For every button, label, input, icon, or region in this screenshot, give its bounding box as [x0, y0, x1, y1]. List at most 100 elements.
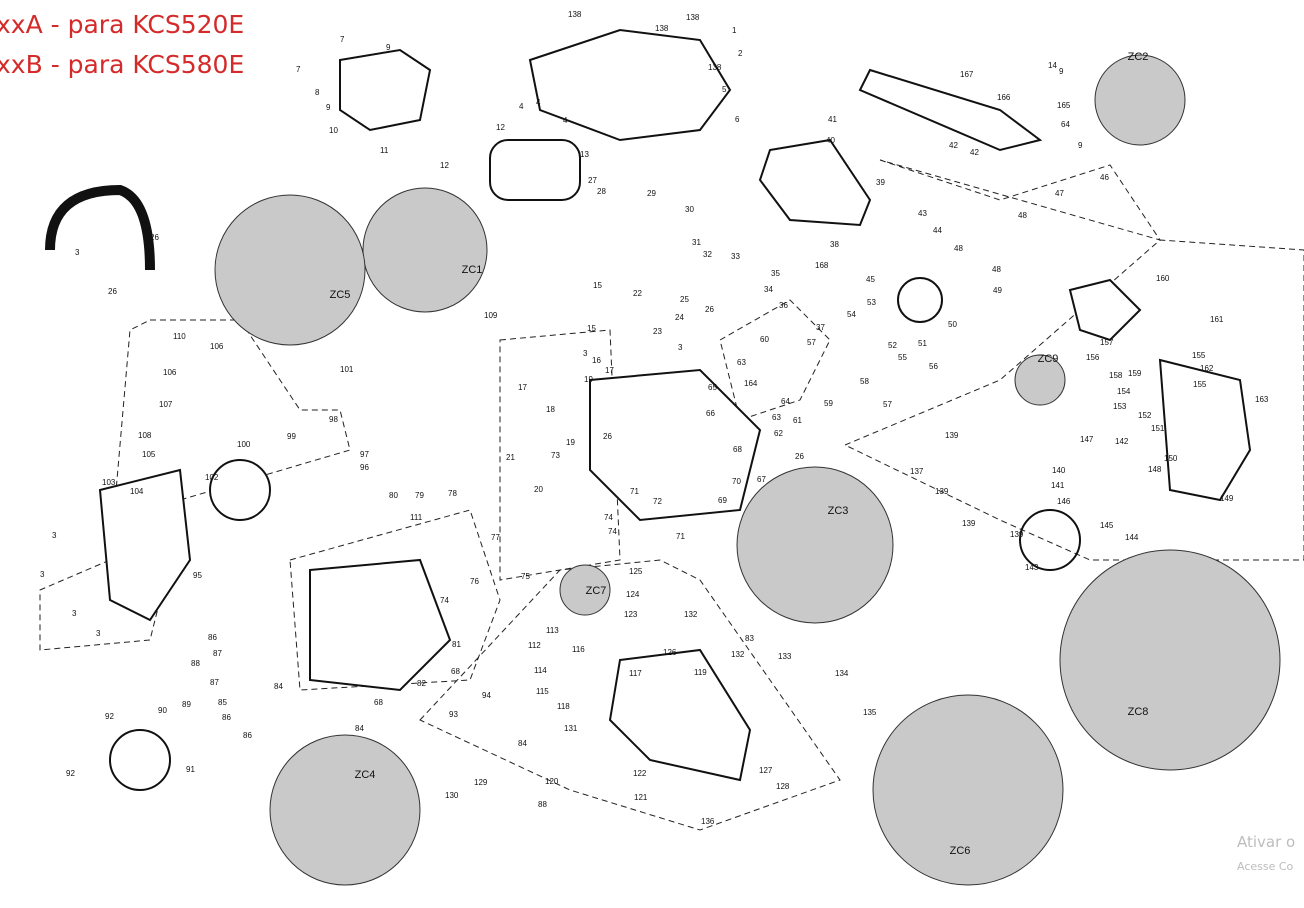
- part-number-label: 76: [470, 577, 479, 586]
- zoom-circle-zc8: [1059, 549, 1281, 771]
- part-number-label: 115: [536, 687, 549, 696]
- part-number-label: 69: [718, 496, 727, 505]
- part-number-label: 98: [329, 415, 338, 424]
- part-number-label: 84: [518, 739, 527, 748]
- part-number-label: 48: [1018, 211, 1027, 220]
- zoom-circle-label: ZC6: [950, 845, 971, 857]
- part-number-label: 14: [1048, 61, 1057, 70]
- part-number-label: 85: [218, 698, 227, 707]
- part-number-label: 143: [1025, 563, 1039, 572]
- part-number-label: 33: [731, 252, 740, 261]
- part-number-label: 37: [816, 323, 825, 332]
- part-number-label: 168: [815, 261, 829, 270]
- part-number-label: 148: [1148, 465, 1162, 474]
- part-number-label: 160: [1156, 274, 1170, 283]
- part-number-label: 108: [138, 431, 152, 440]
- part-number-label: 46: [1100, 173, 1109, 182]
- part-number-label: 45: [866, 275, 875, 284]
- part-number-label: 48: [992, 265, 1001, 274]
- part-number-label: 88: [538, 800, 547, 809]
- zoom-circle-zc1: [362, 187, 488, 313]
- part-number-label: 123: [624, 610, 638, 619]
- part-number-label: 1: [732, 26, 737, 35]
- part-number-label: 32: [703, 250, 712, 259]
- watermark-line-1: Ativar o: [1237, 833, 1296, 851]
- part-number-label: 145: [1100, 521, 1114, 530]
- zoom-circle-label: ZC9: [1038, 353, 1059, 365]
- part-number-label: 43: [918, 209, 927, 218]
- part-number-label: 149: [1220, 494, 1234, 503]
- zoom-circle-label: ZC2: [1128, 51, 1149, 63]
- part-number-label: 154: [1117, 387, 1131, 396]
- part-number-label: 25: [680, 295, 689, 304]
- part-number-label: 8: [315, 88, 320, 97]
- zoom-circle-label: ZC3: [828, 505, 849, 517]
- part-number-label: 7: [296, 65, 301, 74]
- part-number-label: 155: [1193, 380, 1207, 389]
- front-handle: [45, 184, 155, 271]
- crankcase: [589, 368, 762, 522]
- part-number-label: 93: [449, 710, 458, 719]
- brake-band: [1019, 509, 1081, 571]
- starter-housing: [98, 468, 192, 622]
- part-number-label: 120: [545, 777, 559, 786]
- rear-handle: [608, 648, 752, 782]
- part-number-label: 101: [340, 365, 354, 374]
- part-number-label: 72: [653, 497, 662, 506]
- part-number-label: 26: [795, 452, 804, 461]
- part-number-label: 91: [186, 765, 195, 774]
- part-number-label: 92: [105, 712, 114, 721]
- watermark-line-2: Acesse Co: [1237, 860, 1294, 873]
- engine-housing: [309, 558, 452, 692]
- part-number-label: 153: [1113, 402, 1127, 411]
- part-number-label: 50: [948, 320, 957, 329]
- zoom-circle-zc4: [269, 734, 421, 886]
- part-number-label: 65: [708, 383, 717, 392]
- part-number-label: 67: [757, 475, 766, 484]
- side-cover: [1158, 358, 1252, 502]
- part-number-label: 86: [208, 633, 217, 642]
- part-number-label: 63: [737, 358, 746, 367]
- part-number-label: 81: [452, 640, 461, 649]
- part-number-label: 84: [274, 682, 283, 691]
- part-number-label: 96: [360, 463, 369, 472]
- part-number-label: 63: [772, 413, 781, 422]
- part-number-label: 71: [676, 532, 685, 541]
- part-number-label: 138: [686, 13, 700, 22]
- part-number-label: 139: [1010, 530, 1024, 539]
- part-number-label: 139: [962, 519, 976, 528]
- part-number-label: 34: [764, 285, 773, 294]
- part-number-label: 99: [287, 432, 296, 441]
- part-number-label: 167: [960, 70, 974, 79]
- part-number-label: 129: [474, 778, 488, 787]
- part-number-label: 87: [213, 649, 222, 658]
- part-number-label: 44: [933, 226, 942, 235]
- part-number-label: 84: [355, 724, 364, 733]
- part-number-label: 139: [935, 487, 949, 496]
- part-number-label: 4: [536, 98, 541, 107]
- part-number-label: 78: [448, 489, 457, 498]
- part-number-label: 88: [191, 659, 200, 668]
- part-number-label: 58: [860, 377, 869, 386]
- part-number-label: 54: [847, 310, 856, 319]
- part-number-label: 126: [663, 648, 677, 657]
- part-number-label: 144: [1125, 533, 1139, 542]
- part-number-label: 158: [1109, 371, 1123, 380]
- part-number-label: 13: [580, 150, 589, 159]
- chain-brake-handle: [1068, 278, 1142, 342]
- part-number-label: 12: [440, 161, 449, 170]
- part-number-label: 3: [72, 609, 77, 618]
- part-number-label: 118: [557, 702, 570, 711]
- part-number-label: 9: [386, 43, 391, 52]
- part-number-label: 3: [678, 343, 683, 352]
- part-number-label: 86: [222, 713, 231, 722]
- part-number-label: 21: [506, 453, 515, 462]
- part-number-label: 112: [528, 641, 541, 650]
- part-number-label: 41: [828, 115, 837, 124]
- part-number-label: 9: [1059, 67, 1064, 76]
- part-number-label: 86: [243, 731, 252, 740]
- zoom-circle-zc2: [1094, 54, 1186, 146]
- part-number-label: 77: [491, 533, 500, 542]
- part-number-label: 52: [888, 341, 897, 350]
